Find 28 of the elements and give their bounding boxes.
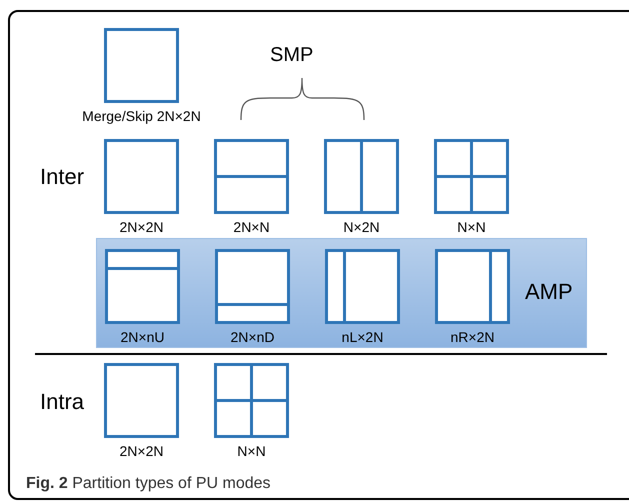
partition-square	[214, 139, 289, 214]
partition-label: nR×2N	[450, 329, 494, 345]
partition-square	[324, 139, 399, 214]
partition-square	[104, 28, 179, 103]
partition-label: 2N×2N	[120, 443, 164, 459]
partition-label: N×N	[237, 443, 266, 459]
row-label: Intra	[40, 388, 84, 416]
partition-label: Merge/Skip 2N×2N	[82, 108, 201, 124]
row-label: Inter	[40, 163, 84, 191]
caption: Fig. 2 Partition types of PU modes	[26, 474, 271, 494]
partition-square	[325, 249, 400, 324]
partition-label: N×2N	[343, 219, 380, 235]
group-label: AMP	[525, 278, 573, 306]
partition-label: 2N×N	[233, 219, 270, 235]
partition-square	[105, 249, 180, 324]
row-label: SMP	[270, 43, 314, 68]
partition-square	[104, 139, 179, 214]
partition-square	[435, 249, 510, 324]
partition-label: 2N×2N	[120, 219, 164, 235]
partition-label: 2N×nD	[230, 329, 274, 345]
partition-label: N×N	[457, 219, 486, 235]
partition-square	[434, 139, 509, 214]
partition-square	[215, 249, 290, 324]
amp-band	[96, 238, 587, 348]
partition-label: 2N×nU	[120, 329, 164, 345]
partition-label: nL×2N	[342, 329, 384, 345]
partition-square	[214, 363, 289, 438]
partition-square	[104, 363, 179, 438]
